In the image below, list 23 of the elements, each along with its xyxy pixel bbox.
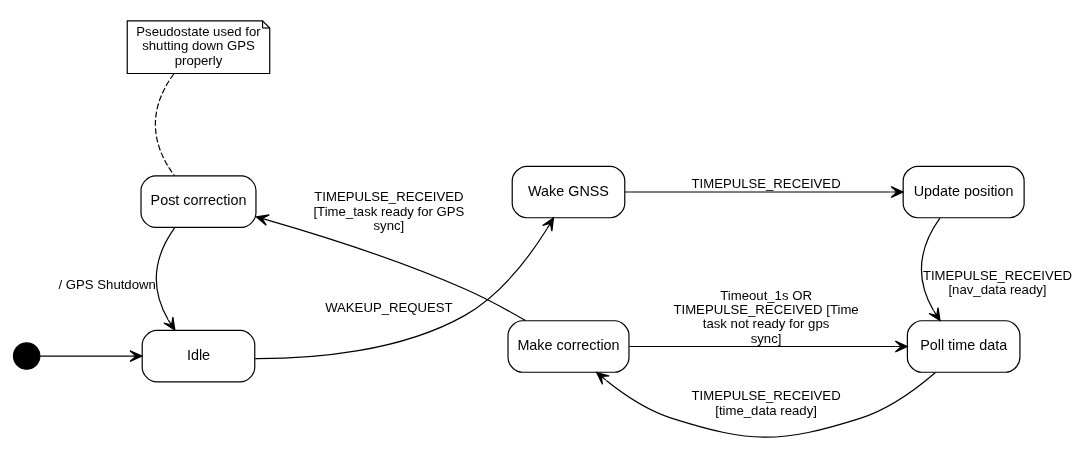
node-box: Poll time data <box>906 319 1021 373</box>
edge-label: TIMEPULSE_RECEIVED [time_data ready] <box>691 387 841 418</box>
arrow <box>255 213 526 321</box>
arrow <box>254 217 555 359</box>
node-box: Wake GNSS <box>511 165 626 218</box>
arrow <box>596 371 937 438</box>
connector <box>154 72 175 176</box>
edge-label: TIMEPULSE_RECEIVED [nav_data ready] <box>922 267 1073 297</box>
edge-label: / GPS Shutdown <box>58 276 156 292</box>
edge-label: TIMEPULSE_RECEIVED <box>691 175 841 191</box>
node-box: Make correction <box>507 319 630 373</box>
arrow <box>39 349 143 362</box>
node-box: Update position <box>902 165 1025 218</box>
arrow <box>624 185 904 198</box>
node-box: Post correction <box>140 174 257 228</box>
node-circle <box>12 341 41 370</box>
arrow <box>155 226 176 331</box>
arrow <box>920 217 941 321</box>
arrow <box>628 340 908 352</box>
edge-label: WAKEUP_REQUEST <box>325 299 453 315</box>
node-box: Idle <box>141 329 256 382</box>
edge-label: TIMEPULSE_RECEIVED [Time_task ready for GPS sync] <box>313 188 465 233</box>
edge-label: Timeout_1s OR TIMEPULSE_RECEIVED [Time task not ready for gps sync] <box>673 287 859 346</box>
